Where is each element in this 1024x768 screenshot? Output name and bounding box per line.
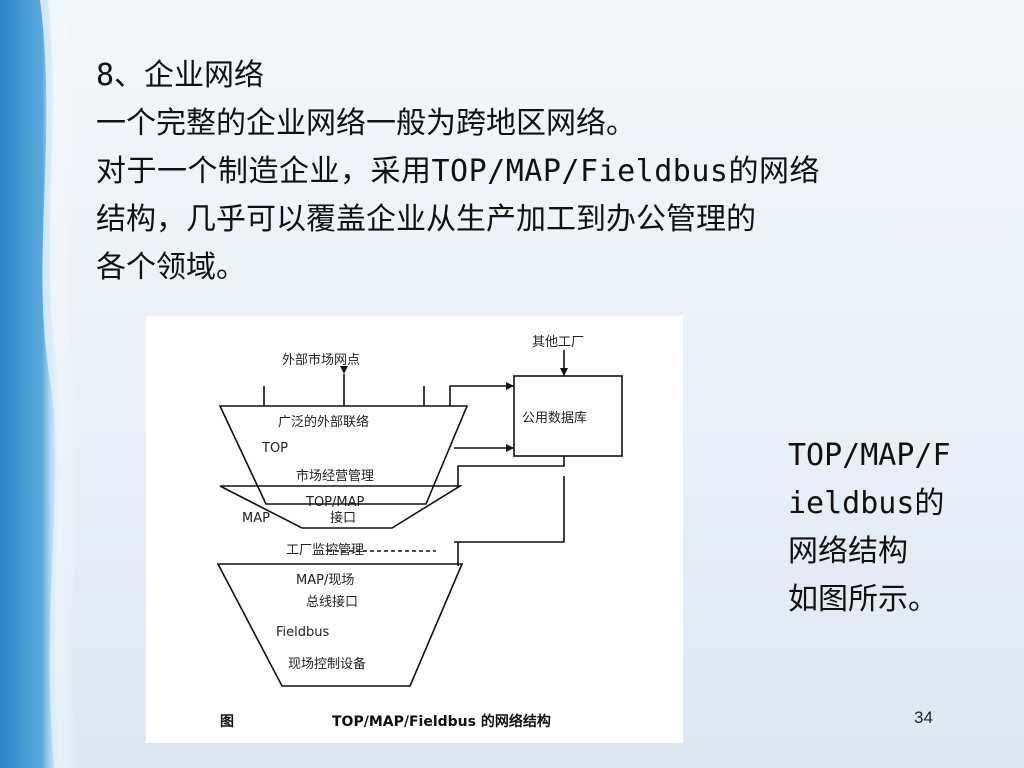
label-fieldbus: Fieldbus <box>276 625 329 640</box>
label-top-map-iface-2: 接口 <box>330 510 356 526</box>
network-diagram: 外部市场网点 其他工厂 公用数据库 广泛的外部联络 TOP 市场经营管理 TOP… <box>216 335 623 730</box>
arrow-down-icon <box>340 366 348 374</box>
fieldbus-layer-shape <box>216 563 464 687</box>
side-note-line-1: TOP/MAP/F <box>788 438 951 473</box>
label-map-field-iface-1: MAP/现场 <box>296 573 354 588</box>
arrow-right-icon <box>506 382 514 390</box>
top-layer-shape <box>218 405 469 505</box>
label-top-wide: 广泛的外部联络 <box>278 414 369 430</box>
page-number: 34 <box>914 708 933 727</box>
label-map: MAP <box>242 511 270 526</box>
side-note-line-4: 如图所示。 <box>788 582 938 617</box>
label-map-field-iface-2: 总线接口 <box>306 594 358 610</box>
label-market-mgmt: 市场经营管理 <box>296 468 374 484</box>
label-top-map-iface-1: TOP/MAP <box>305 495 365 510</box>
map-layer-shape <box>219 485 463 529</box>
paragraph-line-2: 结构，几乎可以覆盖企业从生产加工到办公管理的 <box>96 202 756 237</box>
side-note-line-2: ieldbus的 <box>788 486 945 521</box>
slide-body-text: 8、企业网络 一个完整的企业网络一般为跨地区网络。 对于一个制造企业，采用TOP… <box>96 52 996 292</box>
label-other-factory: 其他工厂 <box>532 335 584 350</box>
label-public-db: 公用数据库 <box>522 410 587 426</box>
figure-caption: TOP/MAP/Fieldbus 的网络结构 <box>332 713 551 730</box>
arrow-down-icon <box>560 368 568 376</box>
slide-line-1: 一个完整的企业网络一般为跨地区网络。 <box>96 106 636 141</box>
label-field-devices: 现场控制设备 <box>288 656 366 672</box>
network-structure-figure: 外部市场网点 其他工厂 公用数据库 广泛的外部联络 TOP 市场经营管理 TOP… <box>146 316 683 743</box>
public-db-box <box>513 375 623 457</box>
side-note-line-3: 网络结构 <box>788 534 908 569</box>
arrow-right-icon <box>506 444 514 452</box>
label-factory-monitor: 工厂监控管理 <box>286 543 364 558</box>
paragraph-line-3: 各个领域。 <box>96 250 246 285</box>
figure-caption-prefix: 图 <box>220 714 234 730</box>
label-top: TOP <box>261 441 288 456</box>
slide-heading: 8、企业网络 <box>96 58 265 93</box>
label-external-node: 外部市场网点 <box>282 352 360 368</box>
side-note: TOP/MAP/F ieldbus的 网络结构 如图所示。 <box>788 432 978 624</box>
paragraph-line-1: 对于一个制造企业，采用TOP/MAP/Fieldbus的网络 <box>96 154 820 189</box>
left-decoration <box>0 0 79 768</box>
